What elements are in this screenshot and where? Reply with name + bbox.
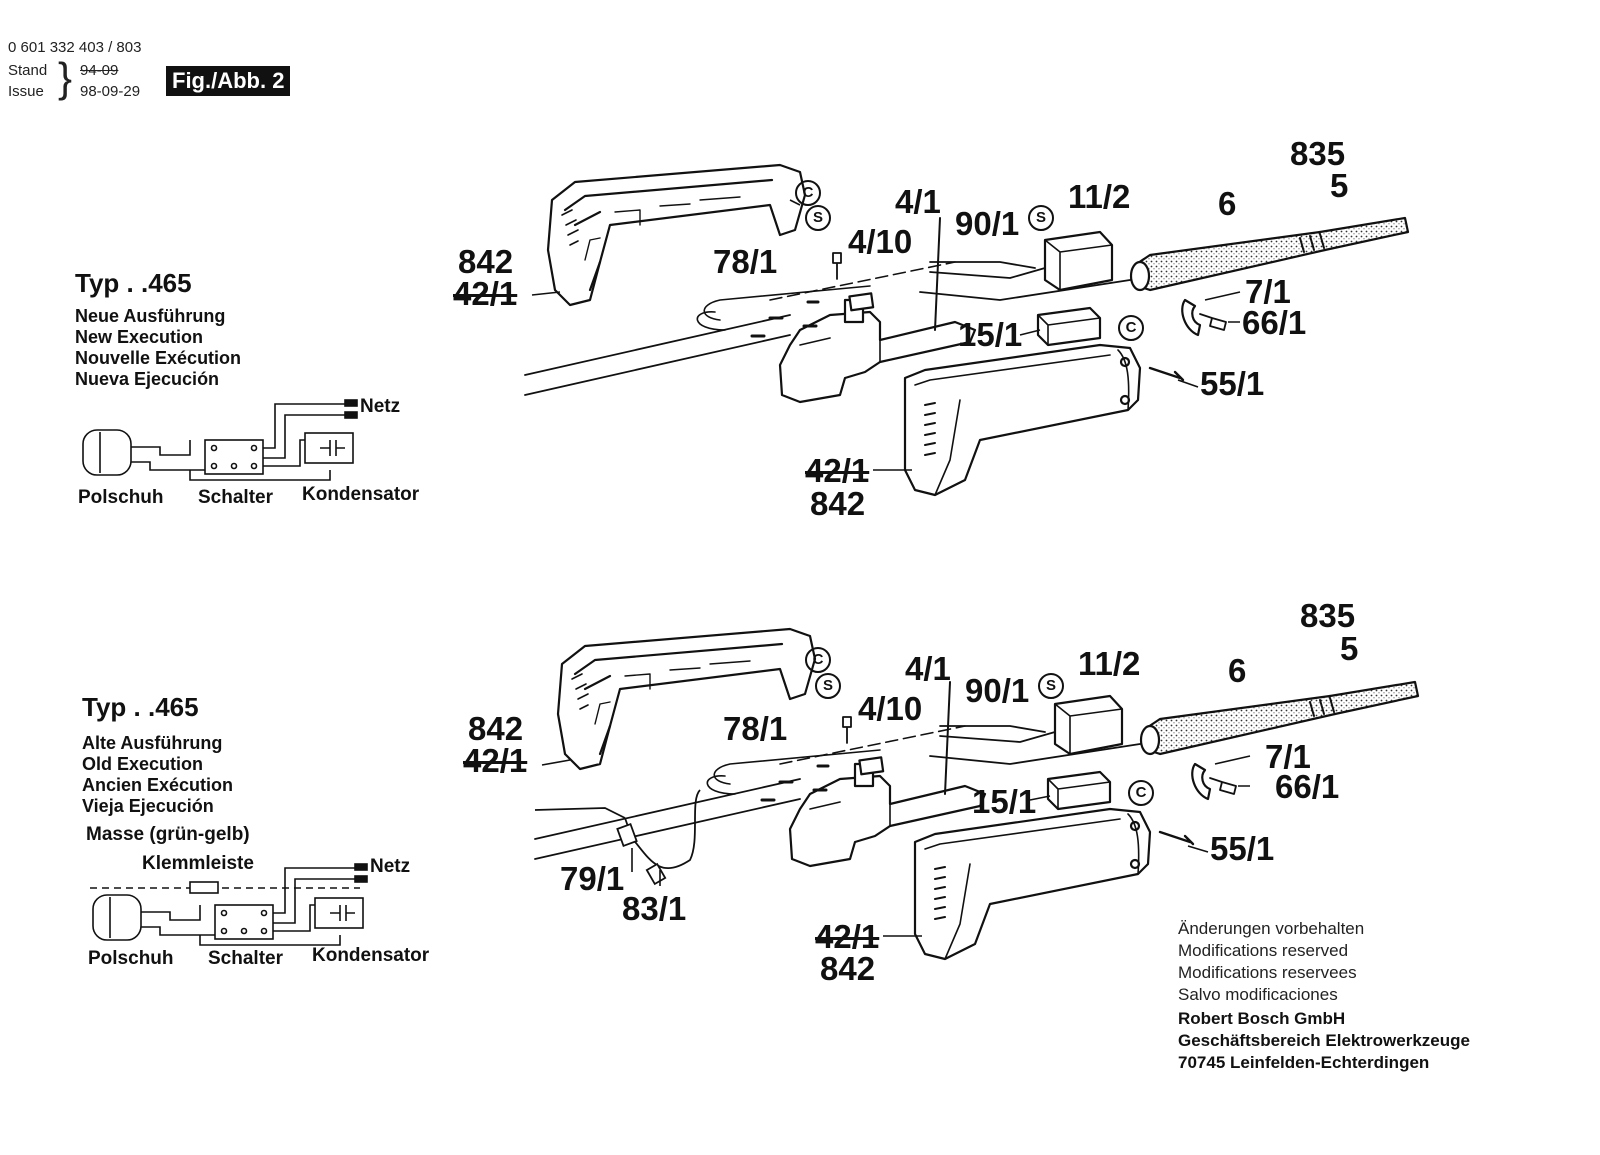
execution-list-bottom: Alte Ausführung Old Execution Ancien Exé… bbox=[82, 733, 233, 817]
marker-c-bottom-2: C bbox=[1128, 780, 1154, 806]
leader-lines-top bbox=[531, 199, 1241, 471]
callout-842b-bottom: 842 bbox=[820, 950, 876, 987]
footer-company: Robert Bosch GmbH Geschäftsbereich Elekt… bbox=[1178, 1008, 1470, 1074]
callout-11-2-top: 11/2 bbox=[1068, 178, 1131, 215]
stand-label: Stand bbox=[8, 62, 48, 79]
leader-lines-bottom bbox=[541, 755, 1251, 937]
callout-835-bottom: 835 bbox=[1300, 597, 1356, 634]
wiring-diagram-top bbox=[82, 399, 358, 481]
wiring-polschuh-top: Polschuh bbox=[78, 487, 164, 508]
callout-66-1-bottom: 66/1 bbox=[1275, 768, 1340, 805]
callout-842a-bottom: 842 bbox=[468, 710, 524, 747]
callout-7-1-top: 7/1 bbox=[1245, 273, 1291, 310]
wiring-kondensator-bottom: Kondensator bbox=[312, 945, 430, 966]
callout-6-top: 6 bbox=[1218, 185, 1237, 222]
issue-label: Issue bbox=[8, 83, 44, 100]
execution-fr: Ancien Exécution bbox=[82, 775, 234, 795]
callout-4-1-bottom: 4/1 bbox=[905, 650, 951, 687]
wiring-schalter-top: Schalter bbox=[198, 487, 273, 508]
marker-c-bottom-1: C bbox=[805, 647, 831, 673]
callout-78-1-top: 78/1 bbox=[713, 243, 778, 280]
note-en: Modifications reserved bbox=[1178, 941, 1349, 960]
callout-83-1-bottom: 83/1 bbox=[622, 890, 687, 927]
execution-de: Alte Ausführung bbox=[82, 733, 223, 753]
callout-42-1b-top: 42/1 bbox=[805, 452, 870, 489]
callout-90-1-bottom: 90/1 bbox=[965, 672, 1030, 709]
type-label-bottom: Typ . .465 bbox=[82, 692, 199, 722]
callout-4-1-top: 4/1 bbox=[895, 183, 941, 220]
part-number: 0 601 332 403 / 803 bbox=[8, 39, 142, 56]
callout-42-1a-bottom: 42/1 bbox=[463, 742, 528, 779]
execution-en: New Execution bbox=[75, 327, 204, 347]
execution-list-top: Neue Ausführung New Execution Nouvelle E… bbox=[75, 306, 241, 390]
callout-55-1-bottom: 55/1 bbox=[1210, 830, 1275, 867]
callout-55-1-top: 55/1 bbox=[1200, 365, 1265, 402]
figure-label: Fig./Abb. 2 bbox=[166, 66, 291, 96]
callout-78-1-bottom: 78/1 bbox=[723, 710, 788, 747]
callout-4-10-bottom: 4/10 bbox=[858, 690, 923, 727]
marker-s-bottom-1: S bbox=[815, 673, 841, 699]
footer-notes: Änderungen vorbehalten Modifications res… bbox=[1178, 918, 1364, 1006]
callout-7-1-bottom: 7/1 bbox=[1265, 738, 1311, 775]
execution-es: Nueva Ejecución bbox=[75, 369, 220, 389]
callout-66-1-top: 66/1 bbox=[1242, 304, 1307, 341]
company-name: Robert Bosch GmbH bbox=[1178, 1009, 1346, 1028]
callout-90-1-top: 90/1 bbox=[955, 205, 1020, 242]
old-date: 94-09 bbox=[80, 62, 119, 79]
callout-842b-top: 842 bbox=[810, 485, 866, 522]
callout-5-bottom: 5 bbox=[1340, 630, 1359, 667]
callout-11-2-bottom: 11/2 bbox=[1078, 645, 1141, 682]
callout-6-bottom: 6 bbox=[1228, 652, 1247, 689]
wiring-netz-bottom: Netz bbox=[370, 856, 411, 877]
callout-5-top: 5 bbox=[1330, 167, 1349, 204]
wiring-netz-top: Netz bbox=[360, 396, 401, 417]
type-label-top: Typ . .465 bbox=[75, 268, 192, 298]
marker-s-top-2: S bbox=[1028, 205, 1054, 231]
company-division: Geschäftsbereich Elektrowerkzeuge bbox=[1178, 1031, 1470, 1050]
note-fr: Modifications reservees bbox=[1178, 963, 1357, 982]
execution-en: Old Execution bbox=[82, 754, 204, 774]
callout-79-1-bottom: 79/1 bbox=[560, 860, 625, 897]
marker-c-top-1: C bbox=[795, 180, 821, 206]
brace-icon: } bbox=[58, 54, 73, 101]
execution-es: Vieja Ejecución bbox=[82, 796, 214, 816]
wiring-schalter-bottom: Schalter bbox=[208, 948, 283, 969]
execution-fr: Nouvelle Exécution bbox=[75, 348, 242, 368]
wiring-polschuh-bottom: Polschuh bbox=[88, 948, 174, 969]
wiring-kondensator-top: Kondensator bbox=[302, 484, 420, 505]
callout-835-top: 835 bbox=[1290, 135, 1346, 172]
new-date: 98-09-29 bbox=[80, 83, 141, 100]
marker-c-top-2: C bbox=[1118, 315, 1144, 341]
callout-15-1-bottom: 15/1 bbox=[972, 783, 1037, 820]
callout-4-10-top: 4/10 bbox=[848, 223, 913, 260]
marker-s-bottom-2: S bbox=[1038, 673, 1064, 699]
marker-s-top-1: S bbox=[805, 205, 831, 231]
company-address: 70745 Leinfelden-Echterdingen bbox=[1178, 1053, 1430, 1072]
callout-842a-top: 842 bbox=[458, 243, 514, 280]
note-es: Salvo modificaciones bbox=[1178, 985, 1338, 1004]
wiring-diagram-bottom bbox=[90, 863, 368, 946]
callout-42-1b-bottom: 42/1 bbox=[815, 918, 880, 955]
callout-15-1-top: 15/1 bbox=[958, 316, 1023, 353]
wiring-masse-bottom: Masse (grün-gelb) bbox=[86, 824, 250, 845]
execution-de: Neue Ausführung bbox=[75, 306, 226, 326]
callout-42-1a-top: 42/1 bbox=[453, 275, 518, 312]
note-de: Änderungen vorbehalten bbox=[1178, 919, 1365, 938]
wiring-klemmleiste-bottom: Klemmleiste bbox=[142, 853, 254, 874]
